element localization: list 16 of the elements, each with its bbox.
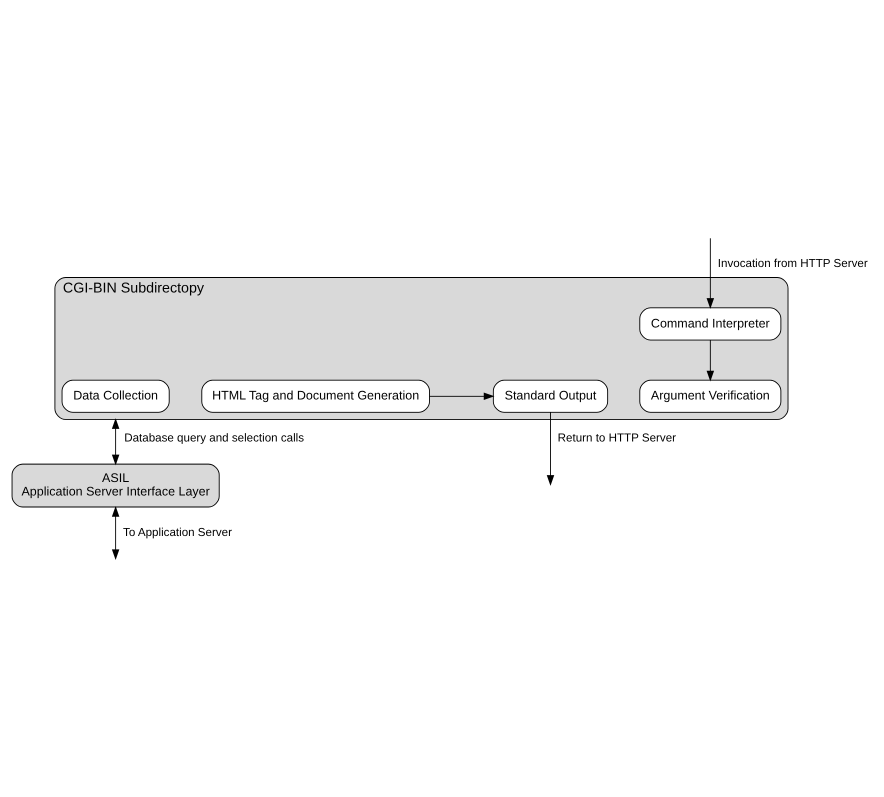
node-box: Command Interpreter (639, 307, 782, 340)
node-box: Standard Output (492, 380, 608, 413)
node-box: ASIL Application Server Interface Layer (12, 464, 220, 508)
edge-label: Return to HTTP Server (558, 431, 676, 444)
edge-label: To Application Server (123, 526, 232, 539)
edge-label: Database query and selection calls (124, 431, 304, 444)
arrow (546, 412, 554, 486)
node-box: Data Collection (62, 380, 170, 413)
arrow (429, 392, 494, 400)
arrow (706, 340, 714, 382)
edge-label: Invocation from HTTP Server (718, 257, 868, 270)
arrow (706, 238, 714, 309)
arrow (112, 418, 120, 466)
node-box: HTML Tag and Document Generation (201, 380, 430, 413)
node-box: Argument Verification (639, 380, 782, 413)
arrow (112, 506, 120, 560)
